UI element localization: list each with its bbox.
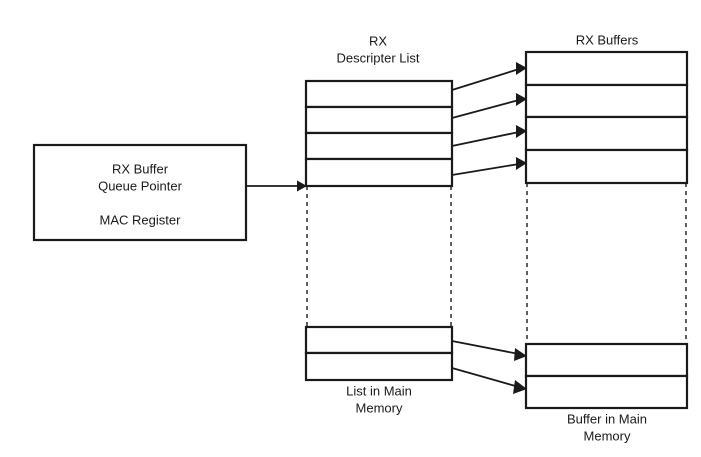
lower-descriptor-to-buffer-arrow-2 [451,367,527,394]
buffer-memory-label: Memory [584,428,631,443]
rx-buffer-label: RX Buffer [112,161,169,176]
buffer-row [524,148,689,185]
arrow-line [451,99,520,119]
rx-buffers-upper [524,50,689,185]
buffer-row [524,83,689,119]
buffer-row [524,342,689,378]
descriptor-to-buffer-arrow-1 [451,62,527,91]
descriptor-list-upper [304,79,454,188]
arrow-line [451,163,520,176]
descriptor-to-buffer-arrow-4 [451,157,527,176]
descriptor-list-footer: List in Main Memory [346,383,412,415]
rx-buffers-footer: Buffer in Main Memory [567,411,647,443]
arrow-head [516,157,527,170]
descriptor-row [304,351,454,382]
rx-buffers-dashed-continuation [526,183,687,344]
descriptor-to-buffer-arrow-2 [451,93,527,119]
rx-buffers-heading-label: RX Buffers [576,32,639,47]
mac-register-box: RX Buffer Queue Pointer MAC Register [32,143,248,242]
buffer-row [524,374,689,410]
mac-register-rect [32,143,248,242]
arrow-head [513,380,527,394]
arrow-head [514,348,527,361]
rx-buffers-lower [524,342,689,410]
arrow-line [451,367,520,388]
descriptor-heading-line1: RX [369,33,387,48]
lower-descriptor-to-buffer-arrows [451,340,527,394]
descriptor-row [304,131,454,161]
descriptor-row [304,79,454,109]
descriptor-row [304,105,454,135]
arrow-line [451,340,520,355]
arrow-line [451,131,520,147]
descriptor-row [304,157,454,188]
descriptor-list-lower [304,325,454,382]
descriptor-list-dashed-continuation [306,186,452,327]
descriptor-heading-line2: Descripter List [336,50,419,65]
mac-register-label: MAC Register [100,212,182,227]
queue-pointer-label: Queue Pointer [98,178,183,193]
descriptor-list-heading: RX Descripter List [336,33,419,65]
buffer-in-main-label: Buffer in Main [567,411,647,426]
list-in-main-label: List in Main [346,383,412,398]
descriptor-row [304,325,454,355]
pointer-arrow-head [297,180,307,192]
buffer-row [524,50,689,87]
arrow-head [516,125,527,138]
pointer-arrow [246,180,307,192]
arrow-head [516,93,527,106]
descriptor-to-buffer-arrow-3 [451,125,527,147]
arrow-line [451,68,520,91]
rx-buffers-heading: RX Buffers [576,32,639,47]
list-memory-label: Memory [356,400,403,415]
descriptor-to-buffer-arrows [451,62,527,176]
arrow-head [516,62,527,75]
buffer-row [524,115,689,152]
lower-descriptor-to-buffer-arrow-1 [451,340,527,361]
